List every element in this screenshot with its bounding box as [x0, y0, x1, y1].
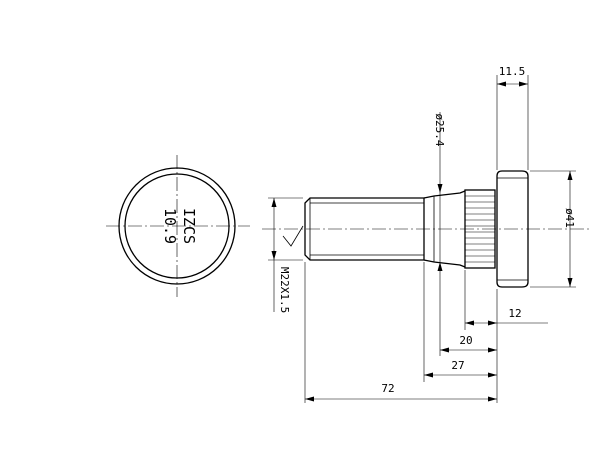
arrow-icon [437, 184, 443, 193]
arrow-icon [567, 171, 573, 180]
arrow-icon [497, 81, 506, 87]
dim-dia-25-4: ø25.4 [433, 112, 446, 271]
side-view [262, 170, 590, 288]
arrow-icon [424, 372, 433, 378]
knurl-section [464, 189, 496, 269]
head-marking-line2: 10.9 [161, 208, 179, 244]
arrow-icon [488, 372, 497, 378]
arrow-icon [488, 347, 497, 353]
dim-27: 27 [424, 359, 497, 378]
end-view: IZCS 10.9 [106, 155, 250, 297]
dim-11-5: 11.5 [496, 65, 529, 170]
arrow-icon [488, 396, 497, 402]
dim-dia-41: ø41 [530, 170, 576, 288]
arrow-icon [305, 396, 314, 402]
arrow-icon [567, 278, 573, 287]
dim-dia-25-4-label: ø25.4 [433, 113, 446, 146]
dim-27-label: 27 [451, 359, 464, 372]
dim-dia-41-label: ø41 [563, 208, 576, 228]
dim-20: 20 [440, 334, 497, 353]
dim-72-label: 72 [381, 382, 394, 395]
bolt-head [496, 170, 529, 288]
arrow-icon [271, 251, 277, 260]
dim-thread: M22X1.5 [268, 197, 303, 313]
arrow-icon [440, 347, 449, 353]
head-marking-line1: IZCS [180, 208, 198, 244]
dim-72: 72 [305, 382, 497, 402]
dim-11-5-label: 11.5 [499, 65, 526, 78]
surface-finish-icon [282, 225, 304, 247]
knurl-lines [465, 195, 495, 263]
dim-12: 12 [465, 307, 548, 326]
dim-thread-label: M22X1.5 [278, 267, 291, 313]
arrow-icon [271, 198, 277, 207]
arrow-icon [488, 320, 497, 326]
arrow-icon [519, 81, 528, 87]
transition-neck [423, 190, 466, 268]
dim-20-label: 20 [459, 334, 472, 347]
arrow-icon [465, 320, 474, 326]
dim-12-label: 12 [508, 307, 521, 320]
